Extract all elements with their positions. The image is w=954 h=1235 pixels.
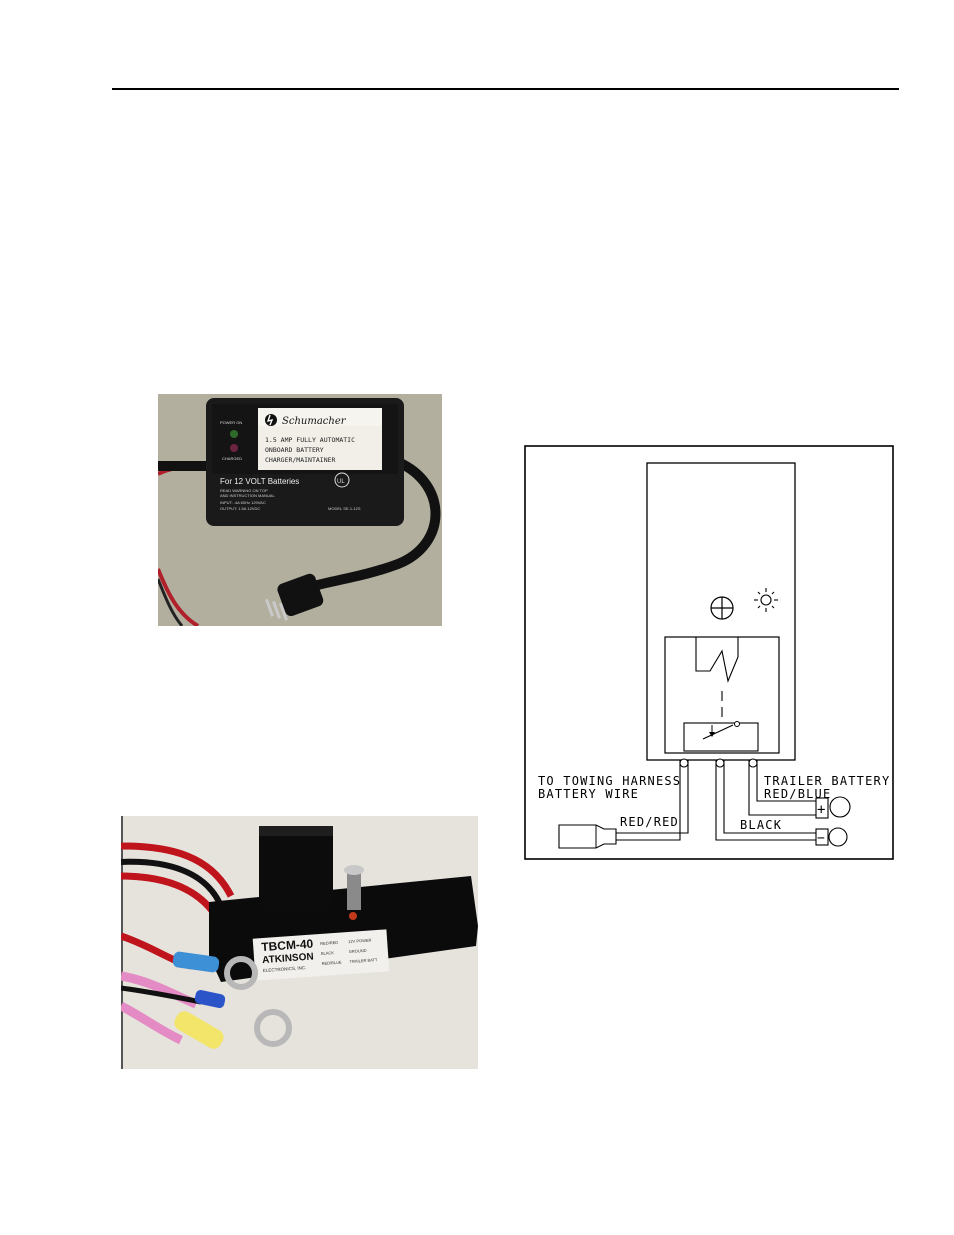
battery-charger-photo: Schumacher 1.5 AMP FULLY AUTOMATIC ONBOA… (158, 394, 442, 626)
header-rule (112, 88, 899, 90)
towing-harness-label-2: BATTERY WIRE (538, 787, 639, 801)
wiring-diagram: + − TO TOWING HARNESS BATTERY WIRE TRAIL… (524, 445, 894, 860)
tbcm-legend-right-1: 12V POWER (348, 937, 372, 944)
charger-line2: ONBOARD BATTERY (265, 446, 324, 454)
ul-logo (334, 472, 350, 488)
towing-harness-label-1: TO TOWING HARNESS (538, 774, 681, 788)
tbcm-legend-right-3: TRAILER BATT (349, 957, 378, 964)
for-batteries-label: For 12 VOLT Batteries (220, 477, 299, 486)
tbcm-40-photo: TBCM-40 ATKINSON ELECTRONICS, INC. RED/R… (121, 816, 478, 1069)
output-rating: OUTPUT: 1.5A 12VDC (220, 506, 260, 511)
warning-line1: READ WARNING ON TOP (220, 488, 268, 493)
plus-sign: + (817, 802, 825, 818)
tbcm-maker: ATKINSON (262, 952, 314, 967)
charged-label: CHARGED (222, 456, 242, 461)
black-label: BLACK (740, 818, 782, 832)
charger-line1: 1.5 AMP FULLY AUTOMATIC (265, 436, 355, 444)
charger-line3: CHARGER/MAINTAINER (265, 456, 336, 464)
charged-led (230, 444, 238, 452)
power-on-led (230, 430, 238, 438)
ring-terminal-plus (829, 796, 851, 818)
red-red-label: RED/RED (620, 815, 679, 829)
tbcm-model: TBCM-40 (261, 937, 314, 955)
charger-model: MODEL SE-1-12S (328, 506, 361, 511)
warning-line2: AND INSTRUCTION MANUAL (220, 493, 275, 498)
minus-sign: − (817, 831, 825, 846)
input-rating: INPUT: .4A 60Hz 120VAC (220, 500, 266, 505)
ul-mark: UL (337, 479, 345, 485)
trailer-battery-label-2: RED/BLUE (764, 787, 831, 801)
tbcm-legend-left-2: BLACK (321, 950, 335, 956)
power-on-label: POWER ON (220, 420, 242, 425)
tbcm-maker-sub: ELECTRONICS, INC. (263, 965, 307, 973)
trailer-battery-label-1: TRAILER BATTERY (764, 774, 890, 788)
ring-terminal-minus (828, 827, 848, 847)
tbcm-legend-left-3: RED/BLUE (321, 960, 342, 966)
indicator-light-icon (754, 588, 778, 612)
charger-brand: Schumacher (282, 416, 347, 427)
tbcm-legend-left-1: RED/RED (320, 940, 338, 946)
tbcm-legend-right-2: GROUND (349, 948, 367, 954)
relay-box (664, 636, 780, 754)
